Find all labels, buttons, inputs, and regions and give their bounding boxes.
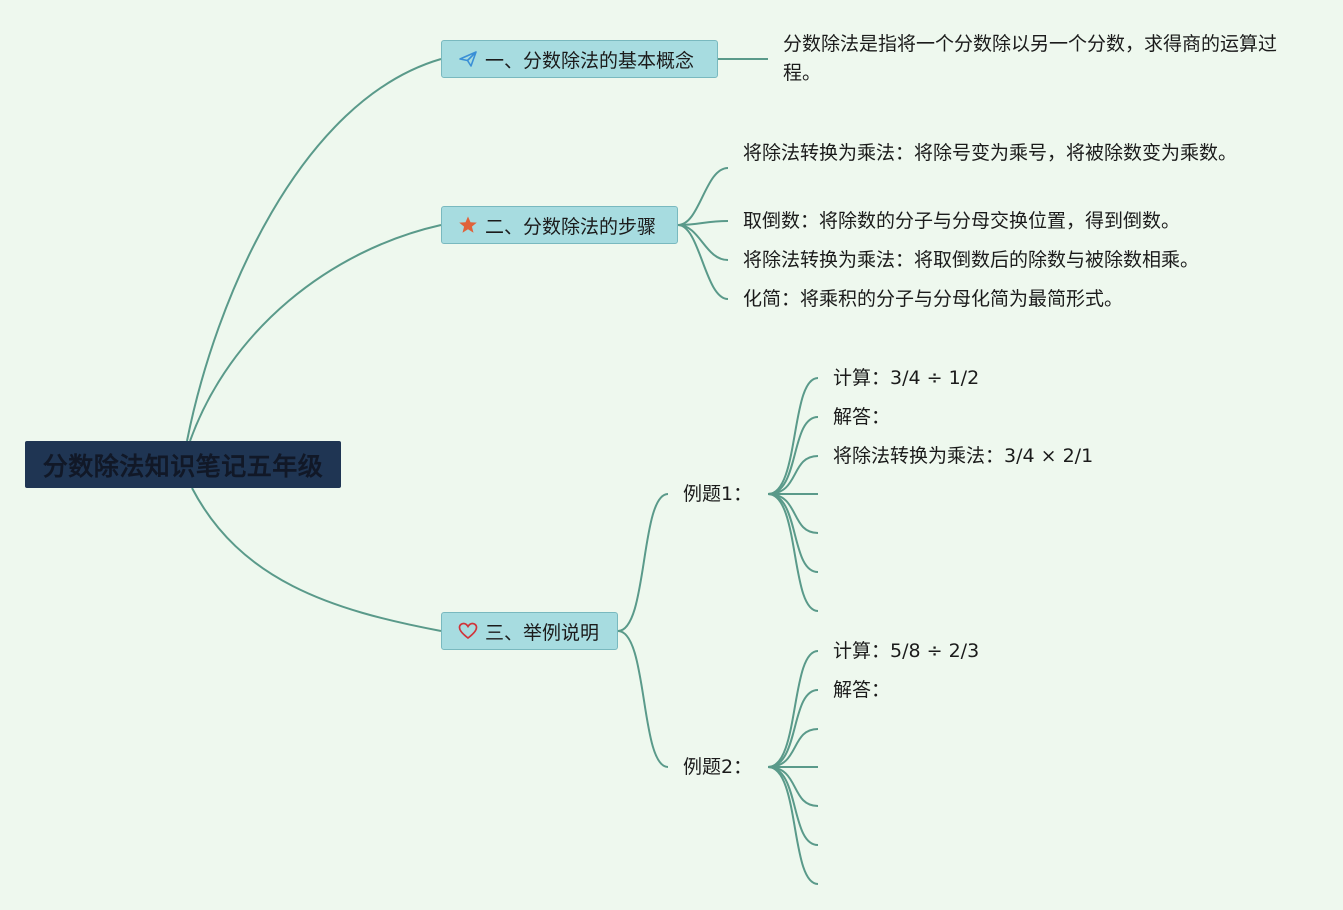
- example-2-item: 计算：5/8 ÷ 2/3: [833, 640, 980, 662]
- step-item: 取倒数：将除数的分子与分母交换位置，得到倒数。: [743, 210, 1181, 232]
- topic-label: 二、分数除法的步骤: [485, 215, 657, 238]
- connector-topic2-leaf4: [677, 224, 729, 300]
- example-2-item: 解答：: [833, 679, 891, 701]
- connector-root-topic1: [186, 58, 442, 442]
- topic-basic-concept[interactable]: 一、分数除法的基本概念: [441, 40, 718, 78]
- heart-icon: [458, 620, 480, 642]
- root-title: 分数除法知识笔记五年级: [42, 451, 324, 481]
- step-item: 将除法转换为乘法：将取倒数后的除数与被除数相乘。: [743, 249, 1200, 271]
- topic-examples[interactable]: 三、举例说明: [441, 612, 618, 650]
- example-1-label: 例题1：: [683, 483, 753, 505]
- step-item: 将除法转换为乘法：将除号变为乘号，将被除数变为乘数。: [743, 142, 1238, 164]
- topic-label: 一、分数除法的基本概念: [485, 49, 695, 72]
- topic-label: 三、举例说明: [485, 621, 600, 644]
- connector-topic2-leaf1: [677, 167, 729, 226]
- connector-root-topic2: [189, 224, 442, 442]
- topic-steps[interactable]: 二、分数除法的步骤: [441, 206, 678, 244]
- concept-definition: 分数除法是指将一个分数除以另一个分数，求得商的运算过程。: [783, 33, 1278, 84]
- example-2-label: 例题2：: [683, 756, 753, 778]
- root-topic[interactable]: 分数除法知识笔记五年级: [25, 441, 341, 488]
- connector-topic3-example1: [617, 493, 669, 632]
- paper-plane-icon: [458, 48, 480, 70]
- step-item: 化简：将乘积的分子与分母化简为最简形式。: [743, 288, 1124, 310]
- star-icon: [458, 214, 480, 236]
- example-1-item: 计算：3/4 ÷ 1/2: [833, 367, 980, 389]
- connector-root-topic3: [191, 487, 442, 632]
- connector-topic3-example2: [617, 630, 669, 768]
- example-1-item: 解答：: [833, 406, 891, 428]
- example-1-item: 将除法转换为乘法：3/4 × 2/1: [833, 445, 1094, 467]
- connector-topic2-leaf3: [677, 224, 729, 261]
